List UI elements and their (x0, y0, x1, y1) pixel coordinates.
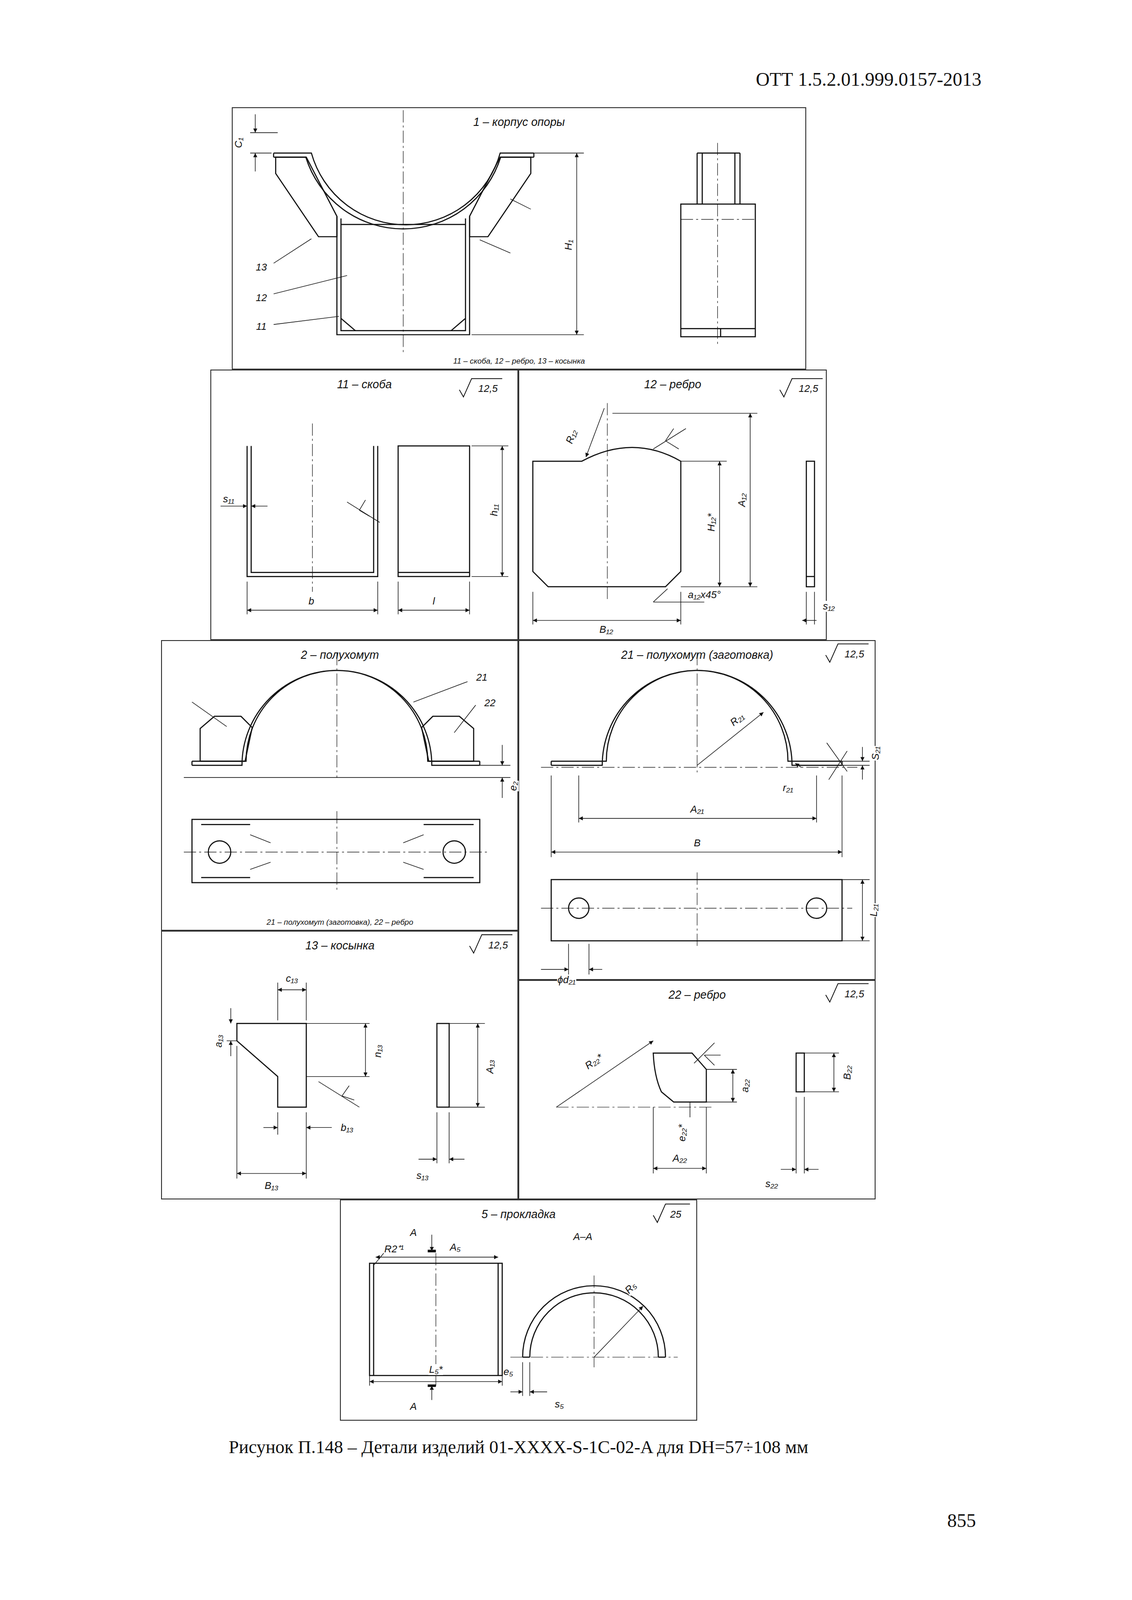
panel-title: 21 – полухомут (заготовка) (519, 648, 875, 662)
dimension-label: A₅ (449, 1241, 462, 1253)
panel-title: 11 – скоба (211, 377, 518, 392)
dimension-label: e₂ (507, 780, 519, 792)
panel-title: 22 – ребро (519, 988, 875, 1002)
dimension-label: e₂₂* (676, 1123, 688, 1143)
panel-title: 12 – ребро (519, 377, 826, 392)
panel-title: 5 – прокладка (340, 1207, 697, 1221)
dimension-label: A₁₂ (736, 492, 748, 508)
dimension-label: A₁₃ (484, 1059, 496, 1075)
roughness-symbols (459, 378, 869, 1223)
dimension-label: B (693, 837, 702, 849)
dimension-lines (183, 114, 870, 1401)
drawing-panel: 2 – полухомут 21 – полухомут (заготовка),… (161, 640, 519, 932)
dimension-label: b (307, 595, 315, 607)
dimension-label: A₂₂ (672, 1152, 688, 1164)
panel-title: 13 – косынка (161, 938, 518, 953)
dimension-label: 13 (255, 261, 267, 273)
dimension-label: R2⁺¹ (383, 1243, 404, 1255)
dimension-label: c₁₃ (285, 973, 299, 985)
dimension-label: A (409, 1401, 418, 1413)
dimension-label: L₂₁ (868, 903, 880, 918)
dimension-label: 21 (475, 672, 488, 684)
panel-title: 2 – полухомут (161, 648, 518, 662)
dimension-label: 12,5 (487, 939, 509, 951)
dimension-label: A (409, 1227, 418, 1239)
centre-lines (183, 110, 858, 1387)
dimension-label: B₁₃ (264, 1180, 279, 1192)
dimension-label: s₁₁ (222, 493, 235, 505)
drawing-panel: 5 – прокладка (339, 1199, 698, 1421)
part-outlines (192, 152, 843, 1386)
dimension-label: a₁₂x45° (687, 589, 722, 601)
dimension-label: 12,5 (844, 648, 865, 660)
figure-caption: Рисунок П.148 – Детали изделий 01-XXXX-S… (228, 1437, 809, 1458)
dimension-label: 11 (255, 321, 267, 333)
dimension-label: S₂₁ (870, 745, 882, 761)
drawing-panel: 12 – ребро (518, 369, 827, 641)
page-text: 855 (946, 1510, 977, 1532)
dimension-label: 12,5 (844, 988, 865, 1000)
dimension-label: H₁₂* (705, 513, 717, 533)
dimension-label: s₁₂ (822, 600, 835, 612)
dimension-label: s₁₃ (416, 1170, 430, 1182)
drawing-panel: 13 – косынка (161, 930, 519, 1200)
dimension-label: H₁ (563, 239, 574, 251)
dimension-label: ϕd₂₁ (557, 974, 577, 986)
dimension-label: 12 (255, 292, 267, 304)
dimension-label: R₁₂ (563, 427, 580, 446)
dimension-label: L₅* (428, 1364, 444, 1376)
panel-note: 21 – полухомут (заготовка), 22 – ребро (161, 918, 518, 928)
dimension-label: 12,5 (798, 383, 819, 395)
dimension-label: A₂₁ (689, 803, 705, 815)
dimension-label: R₂₂* (582, 1051, 606, 1072)
dimension-label: B₁₂ (599, 624, 614, 636)
panel-title: 1 – корпус опоры (232, 115, 806, 129)
dimension-label: R₂₁ (727, 710, 747, 729)
drawing-panel: 1 – корпус опоры 11 – скоба, 12 – ребро, … (231, 107, 807, 370)
dimension-label: e₅ (503, 1366, 514, 1378)
dimension-label: r₂₁ (782, 782, 794, 794)
page-text: ОТТ 1.5.2.01.999.0157-2013 (755, 68, 982, 90)
dimension-label: h₁₁ (488, 504, 500, 517)
dimension-label: R₅ (622, 1279, 640, 1297)
dimension-label: C₁ (233, 137, 245, 149)
dimension-label: n₁₃ (372, 1044, 384, 1059)
dimension-label: b₁₃ (340, 1122, 355, 1134)
drawing-panel: 11 – скоба (210, 369, 519, 641)
dimension-label: a₁₃ (213, 1034, 225, 1049)
dimension-label: a₂₂ (739, 1079, 751, 1094)
dimension-label: 22 (484, 697, 496, 709)
dimension-label: B₂₂ (841, 1065, 853, 1081)
drawing-panel: 22 – ребро (518, 980, 876, 1200)
dimension-label: А–А (573, 1231, 594, 1243)
panel-note: 11 – скоба, 12 – ребро, 13 – косынка (232, 356, 806, 366)
dimension-label: 12,5 (477, 383, 499, 395)
dimension-label: l (432, 595, 436, 607)
dimension-label: 25 (669, 1209, 682, 1221)
dimension-label: s₂₂ (764, 1178, 779, 1190)
dimension-label: s₅ (554, 1398, 565, 1410)
